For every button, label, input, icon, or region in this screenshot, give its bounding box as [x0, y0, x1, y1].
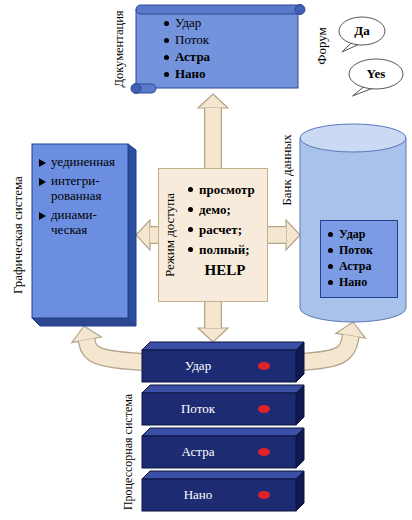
node-text: Поток [142, 393, 254, 425]
processor-block-outline [142, 428, 304, 468]
wide-arrow [302, 322, 365, 362]
processor-block-outline [142, 471, 304, 511]
bullet-item: демо; [186, 200, 264, 220]
bullet-item: HELP [186, 260, 264, 280]
bullet-item: Астра [162, 48, 288, 65]
node-text: Yes [348, 58, 404, 90]
bullet-item: Поток [162, 31, 288, 48]
bullet-list: УдарПотокАстраНано [326, 226, 396, 290]
bullet-item: Нано [326, 274, 396, 290]
bullet-item: динами- ческая [38, 207, 126, 237]
wide-arrow [198, 302, 228, 342]
bullet-item: Удар [326, 226, 396, 242]
bullet-list: просмотрдемо;расчет;полный;HELP [186, 180, 264, 280]
wide-arrow [72, 326, 142, 362]
bullet-item: Нано [162, 65, 288, 82]
bullet-list: УдарПотокАстраНано [162, 14, 288, 82]
vertical-heading: Процессорная система [119, 377, 137, 520]
vertical-heading: Банк данных [278, 120, 296, 220]
bullet-item: Удар [162, 14, 288, 31]
bullet-list: уединенная интегри- рованная динами- ческа… [38, 154, 126, 241]
group-label: Форум [313, 14, 331, 78]
processor-stack: Процессорная система УдарПотокАстраНано [116, 340, 304, 518]
vertical-heading: Документация [110, 4, 128, 94]
database-cylinder: Банк данныхУдарПотокАстраНано [276, 118, 408, 324]
node-text: Да [338, 16, 386, 46]
wide-arrow [198, 94, 228, 168]
node-text: Удар [142, 350, 254, 382]
bullet-item: Поток [326, 242, 396, 258]
processor-block-outline [142, 342, 304, 382]
node-text: Нано [142, 479, 254, 511]
speech-bubble: Да [338, 16, 386, 46]
data-list-box: УдарПотокАстраНано [320, 220, 398, 298]
processor-block-outline [142, 385, 304, 425]
bullet-item: полный; [186, 240, 264, 260]
vertical-heading: Графическая система [9, 144, 27, 326]
bullet-item: расчет; [186, 220, 264, 240]
document-scroll: Документация УдарПотокАстраНано [108, 4, 304, 94]
bullet-item: уединенная [38, 154, 126, 169]
bullet-item: просмотр [186, 180, 264, 200]
processor-block: Удар [142, 342, 304, 382]
bullet-item: интегри- рованная [38, 173, 126, 203]
processor-block: Нано [142, 471, 304, 511]
system-panel: Графическая система уединенная интегри- ро… [6, 140, 140, 330]
node-text: Астра [142, 436, 254, 468]
mode-box: Режим доступа просмотрдемо;расчет;полный;… [158, 168, 268, 302]
speech-bubble: Yes [348, 58, 404, 90]
wide-arrow [268, 220, 300, 250]
document-scroll-outline [132, 4, 304, 94]
processor-block: Поток [142, 385, 304, 425]
bullet-item: Астра [326, 258, 396, 274]
processor-block: Астра [142, 428, 304, 468]
vertical-heading: Режим доступа [161, 172, 179, 298]
wide-arrow [136, 220, 158, 250]
